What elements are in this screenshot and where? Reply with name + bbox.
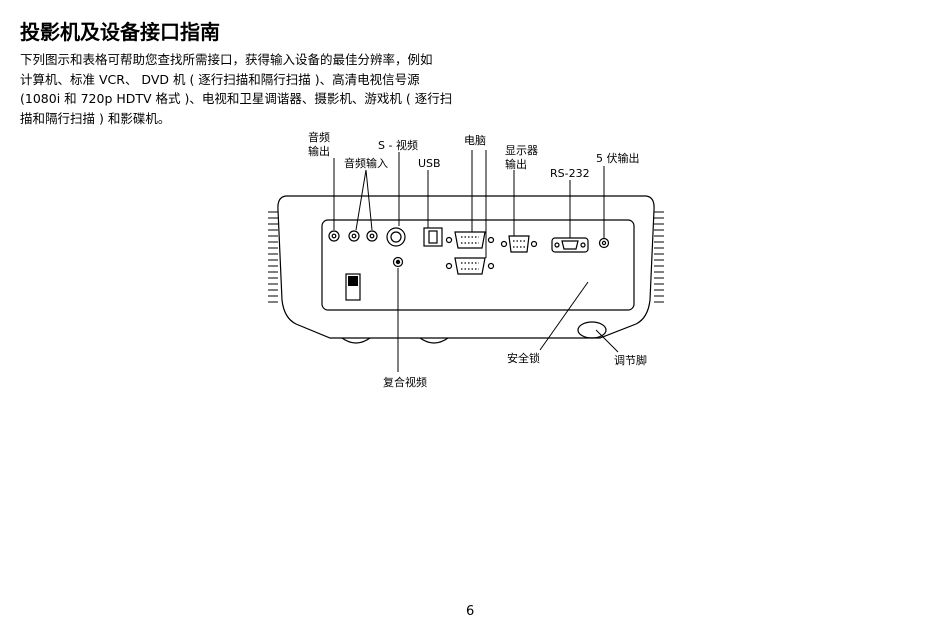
computer-label: 电脑 (464, 134, 486, 147)
adjust-foot-knob (577, 321, 607, 339)
monitor-out-label-line2: 输出 (505, 158, 527, 171)
intro-line: 计算机、标准 VCR、 DVD 机 ( 逐行扫描和隔行扫描 )、高清电视信号源 (20, 71, 420, 87)
left-vent-grille (268, 211, 278, 303)
intro-line: 描和隔行扫描 ) 和影碟机。 (20, 110, 171, 126)
monitor-out-port (500, 235, 538, 253)
audio-out-label-line1: 音频 (308, 131, 330, 144)
usb-label: USB (418, 157, 441, 170)
rs232-label: RS-232 (550, 167, 590, 180)
computer-vga-port-2 (445, 257, 495, 275)
five-volt-out-label: 5 伏输出 (596, 152, 640, 165)
s-video-label: S - 视频 (378, 139, 418, 152)
composite-video-label: 复合视频 (383, 376, 427, 389)
intro-paragraph: 下列图示和表格可帮助您查找所需接口，获得输入设备的最佳分辨率，例如 计算机、标准… (20, 50, 460, 128)
s-video-port (386, 227, 406, 247)
five-volt-out-jack (598, 237, 610, 249)
monitor-out-label: 显示器 输出 (505, 144, 538, 172)
audio-out-label: 音频 输出 (308, 131, 330, 159)
power-switch (345, 273, 361, 301)
right-vent-grille (654, 211, 664, 303)
callout-leader-lines (333, 150, 619, 372)
projector-body-outline (277, 195, 655, 339)
intro-line: (1080i 和 720p HDTV 格式 )、电视和卫星调谐器、摄影机、游戏机… (20, 91, 453, 106)
page-number: 6 (466, 604, 475, 619)
security-lock-label: 安全锁 (507, 352, 540, 365)
left-foot (341, 337, 371, 344)
composite-video-jack (392, 256, 404, 268)
audio-out-jack (328, 230, 340, 242)
intro-line: 下列图示和表格可帮助您查找所需接口，获得输入设备的最佳分辨率，例如 (20, 52, 433, 67)
center-foot (419, 337, 449, 344)
page-title: 投影机及设备接口指南 (20, 20, 220, 44)
audio-in-label: 音频输入 (344, 157, 388, 170)
connector-panel (321, 219, 635, 311)
monitor-out-label-line1: 显示器 (505, 144, 538, 157)
usb-port (423, 227, 443, 247)
audio-in-jack-right (366, 230, 378, 242)
audio-out-label-line2: 输出 (308, 145, 330, 158)
adjust-foot-label: 调节脚 (614, 354, 647, 367)
rs232-port (551, 237, 589, 253)
audio-in-jack-left (348, 230, 360, 242)
computer-vga-port-1 (445, 231, 495, 249)
